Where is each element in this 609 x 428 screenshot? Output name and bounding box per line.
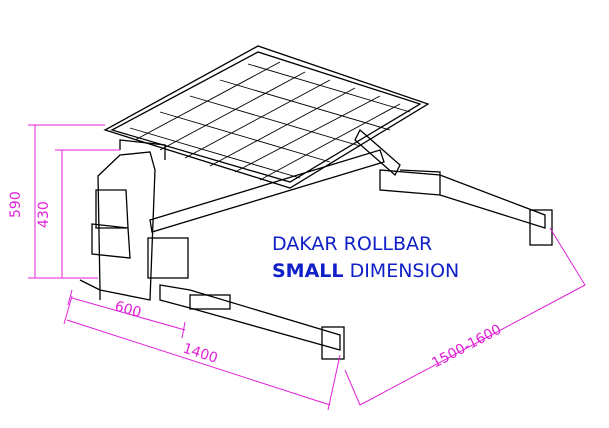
title-bold: SMALL	[272, 260, 344, 282]
dim-430: 430	[36, 201, 52, 228]
platform	[103, 45, 430, 189]
cross-brace	[149, 149, 385, 233]
dimension-lines	[28, 124, 586, 411]
lower-rail	[159, 284, 341, 351]
title-line-1: DAKAR ROLLBAR	[272, 233, 433, 255]
dim-590: 590	[8, 191, 24, 218]
title-line-2: SMALL DIMENSION	[272, 260, 459, 282]
title-rest: DIMENSION	[349, 260, 460, 282]
dim-600: 600	[113, 298, 143, 321]
rollbar-structure	[79, 45, 553, 360]
right-rail	[379, 169, 546, 229]
dim-1500-1600: 1500-1600	[429, 322, 504, 372]
